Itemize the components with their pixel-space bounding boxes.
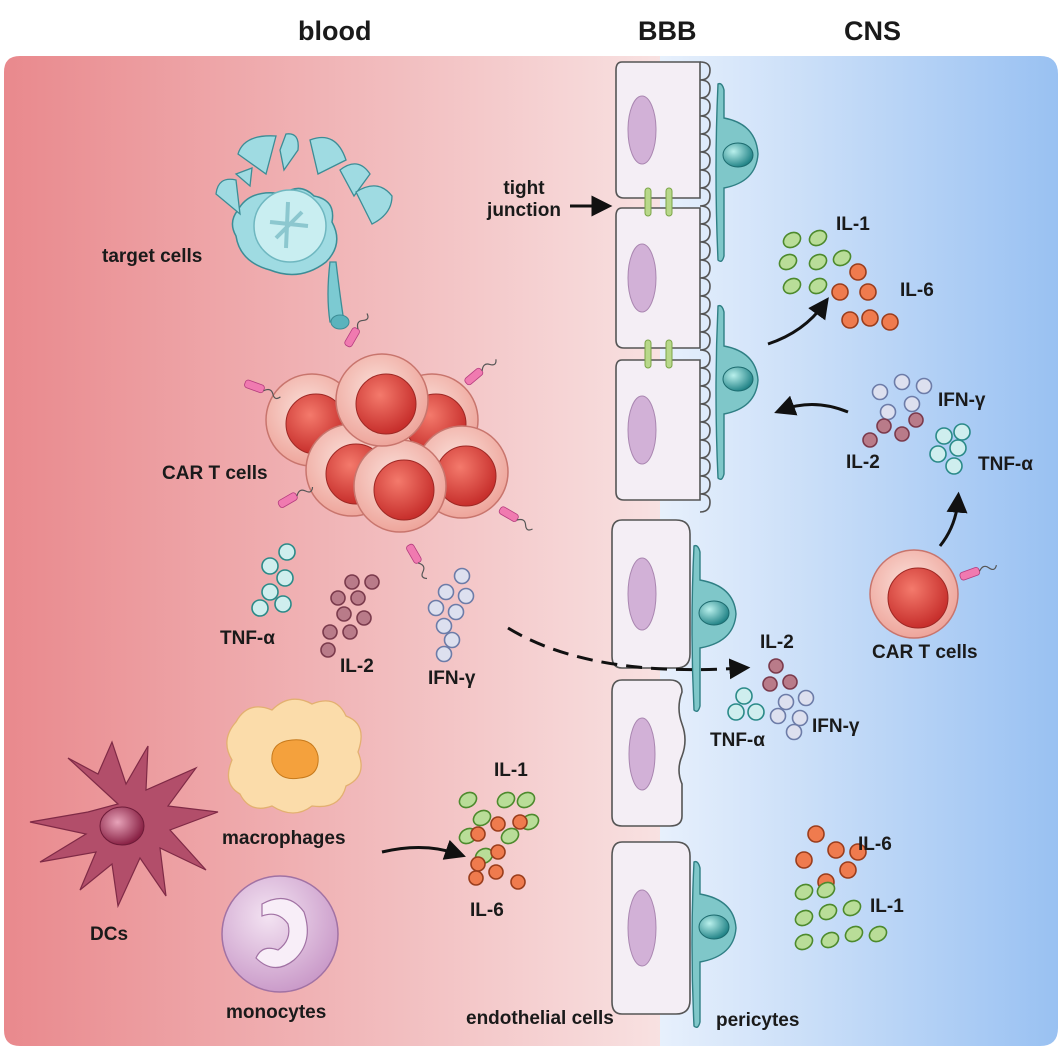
car-receptor [959, 564, 998, 581]
bbb-ifn-gamma-particles [769, 689, 815, 741]
blood-header: blood [298, 16, 372, 46]
tight-junction-label: tight junction [487, 178, 561, 221]
cns-il1-bottom-particles [794, 881, 888, 951]
cns-car-t-cells-label: CAR T cells [872, 642, 978, 663]
bbb-ifn-gamma-label: IFN-γ [812, 716, 860, 737]
arrow-cytokines-to-bbb [774, 395, 849, 416]
bbb-il2-particles [762, 658, 798, 692]
target-cell [215, 133, 393, 330]
cns-tnf-alpha-particles [929, 423, 971, 475]
car-receptors [244, 313, 998, 581]
il2-particles [320, 574, 380, 658]
cns-il6-bottom-particles [795, 825, 867, 891]
monocyte [221, 875, 339, 993]
cns-ifn-gamma-label: IFN-γ [938, 390, 986, 411]
cytokine-particles [251, 229, 971, 951]
arrows [381, 195, 968, 860]
bbb-header: BBB [638, 16, 697, 46]
tnf-alpha-label: TNF-α [220, 628, 275, 649]
cns-il6-top-particles [831, 263, 899, 331]
macrophage [226, 698, 362, 814]
pericytes-label: pericytes [716, 1010, 800, 1031]
car-t-cells-label: CAR T cells [162, 463, 268, 484]
cns-tnf-alpha-label: TNF-α [978, 454, 1033, 475]
cns-compartment [660, 56, 1058, 1046]
car-receptor [498, 506, 533, 531]
cns-header: CNS [844, 16, 902, 46]
il6-particles [468, 814, 528, 890]
car-receptor [344, 313, 369, 348]
dcs-label: DCs [90, 924, 129, 945]
dendritic-cell [29, 740, 219, 909]
endothelial-cells-upper [615, 61, 711, 513]
cns-il2-particles [862, 412, 924, 448]
car-receptor [244, 379, 281, 400]
car-receptor [464, 359, 497, 386]
cns-il1-bottom-label: IL-1 [870, 896, 904, 917]
cns-ifn-gamma-particles [871, 373, 933, 421]
tnf-alpha-particles [251, 543, 296, 617]
bbb-tnf-alpha-particles [727, 687, 765, 721]
dashed-arrow-crossing-bbb [507, 626, 751, 680]
arrow-macrophage-to-cytokines [381, 839, 466, 860]
blood-il6-label: IL-6 [470, 900, 504, 921]
pericytes [691, 82, 759, 1029]
car-receptor [406, 543, 428, 580]
arrow-cart-to-cytokines [938, 491, 968, 547]
bbb-tnf-alpha-label: TNF-α [710, 730, 765, 751]
cns-il1-top-particles [778, 229, 852, 295]
cns-il6-bottom-label: IL-6 [858, 834, 892, 855]
car-receptor [277, 486, 314, 508]
monocytes-label: monocytes [226, 1002, 327, 1023]
ifn-gamma-particles [427, 567, 475, 663]
cns-il2-label: IL-2 [846, 452, 880, 473]
car-t-cell [353, 439, 447, 533]
endothelial-cells-label: endothelial cells [466, 1008, 614, 1029]
cns-il6-top-label: IL-6 [900, 280, 934, 301]
il2-label: IL-2 [340, 656, 374, 677]
car-t-cell [335, 353, 429, 447]
cns-car-t-cell [869, 549, 959, 639]
tight-junction-strands [644, 187, 673, 369]
cns-il1-top-label: IL-1 [836, 214, 870, 235]
bbb-il2-label: IL-2 [760, 632, 794, 653]
target-cells-label: target cells [102, 246, 203, 267]
macrophages-label: macrophages [222, 828, 346, 849]
ifn-gamma-label: IFN-γ [428, 668, 476, 689]
arrow-to-il1-il6 [767, 297, 829, 346]
car-t-cell-cluster [265, 353, 509, 533]
blood-il1-label: IL-1 [494, 760, 528, 781]
